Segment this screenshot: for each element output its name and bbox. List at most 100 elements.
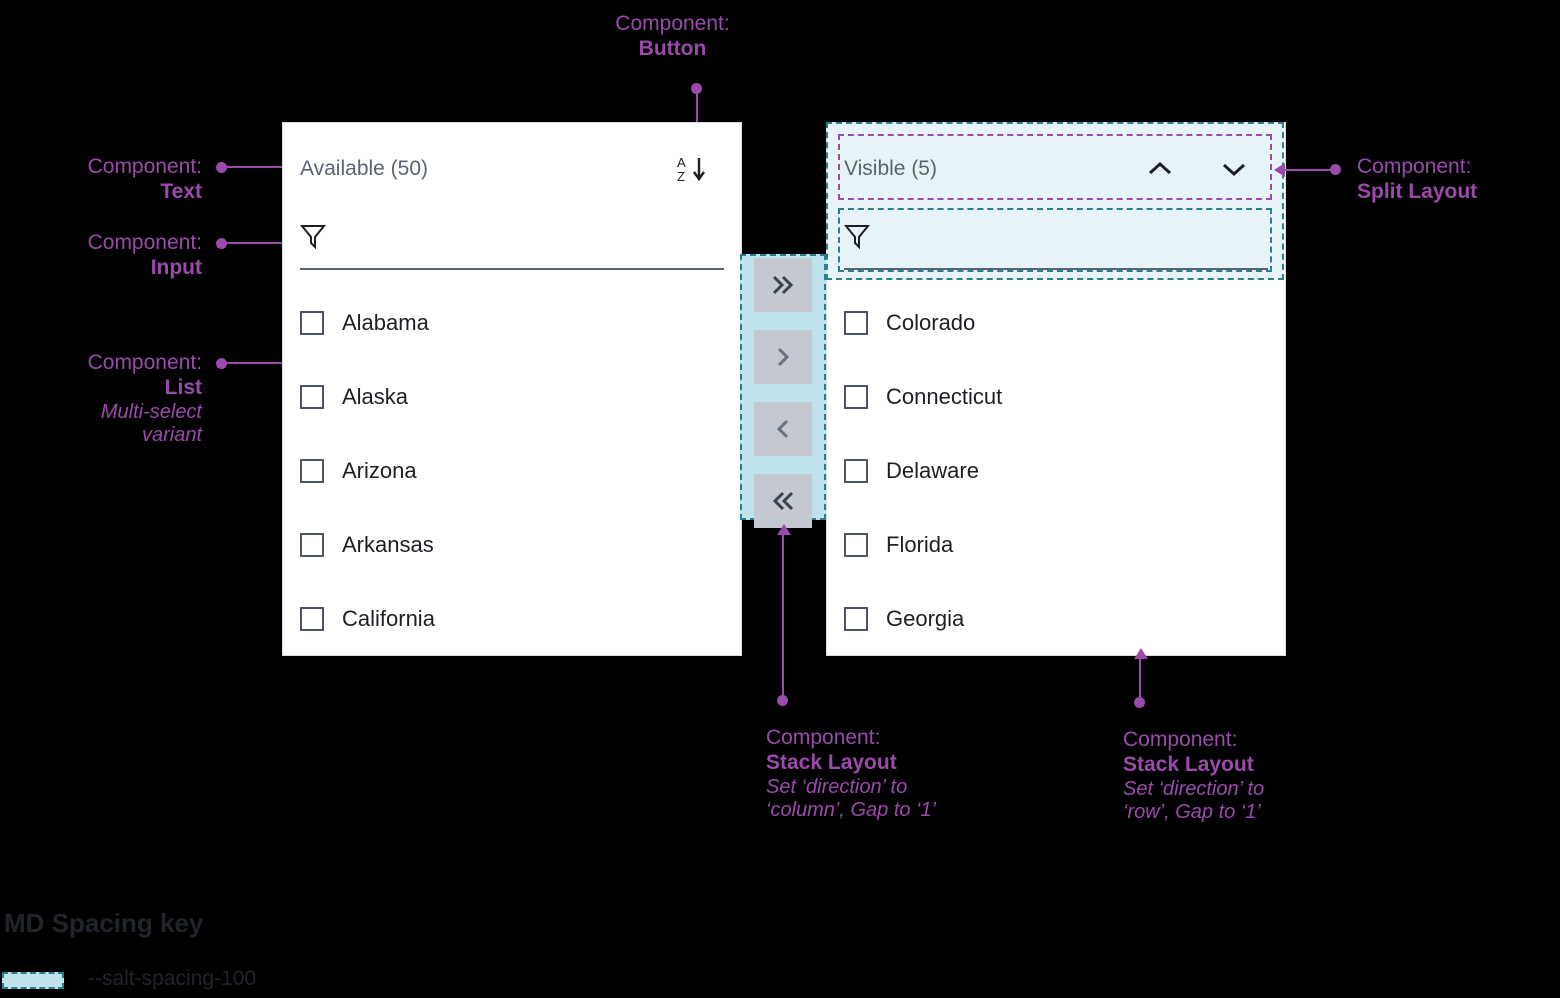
list-item[interactable]: California [300,602,720,636]
annotation-subtext-1: Multi-select [100,400,202,423]
leader-dot [216,238,227,249]
annotation-component-name: Text [160,179,202,203]
annotation-label: Component: [1357,155,1472,178]
list-item-label: Connecticut [886,384,1003,409]
annotation-input: Component: Input [40,231,202,281]
annotation-component-name: Stack Layout [766,750,897,774]
chevrons-right-icon [772,275,794,295]
leader-line [782,534,784,701]
leader-line [222,166,290,168]
spacing-box-split-layout-header [838,134,1272,200]
visible-panel-card [826,122,1286,656]
move-all-left-button[interactable] [754,474,812,528]
annotation-button: Component: Button [520,12,825,62]
checkbox-icon[interactable] [844,533,868,557]
move-down-button[interactable] [1212,150,1256,188]
annotation-split-layout: Component: Split Layout [1357,155,1560,205]
annotation-text: Component: Text [40,155,202,205]
annotation-subtext-2: ‘row’, Gap to ‘1’ [1123,801,1261,824]
leader-dot [777,695,788,706]
list-item-label: Arizona [342,458,417,483]
annotation-label: Component: [1123,728,1238,751]
checkbox-icon[interactable] [300,311,324,335]
list-item-label: Alaska [342,384,409,409]
available-panel-title: Available (50) [300,157,429,180]
spacing-box-split-layout-outer [826,122,1284,280]
spacing-key-title: MD Spacing key [4,908,204,938]
filter-funnel-icon [300,222,724,250]
checkbox-icon[interactable] [300,533,324,557]
move-left-button[interactable] [754,402,812,456]
list-item[interactable]: Connecticut [844,380,1264,414]
annotation-subtext-1: Set ‘direction’ to [766,775,908,798]
annotation-list: Component: List Multi-select variant [20,351,202,448]
leader-dot [216,358,227,369]
spacing-box-filter [838,208,1272,272]
checkbox-icon[interactable] [844,385,868,409]
move-all-right-button[interactable] [754,258,812,312]
svg-text:A: A [677,155,686,170]
annotation-label: Component: [615,12,730,35]
leader-line [696,90,698,136]
leader-line [222,362,294,364]
visible-panel-header-buttons [1138,150,1256,188]
checkbox-icon[interactable] [844,459,868,483]
leader-arrowhead [1274,163,1285,177]
annotation-component-name: Split Layout [1357,179,1478,203]
leader-dot [1134,697,1145,708]
list-item[interactable]: Arkansas [300,528,720,562]
list-item[interactable]: Alabama [300,306,720,340]
chevron-left-icon [776,419,789,439]
transfer-button-stack [740,254,826,528]
annotation-label: Component: [766,726,881,749]
checkbox-icon[interactable] [300,459,324,483]
annotation-component-name: Stack Layout [1123,752,1254,776]
available-filter-underline [300,268,724,270]
checkbox-icon[interactable] [844,607,868,631]
list-item-label: Colorado [886,310,976,335]
available-panel-card [282,122,742,656]
list-item-label: Arkansas [342,532,434,557]
visible-filter-underline [844,268,1268,270]
move-right-button[interactable] [754,330,812,384]
list-item-label: Florida [886,532,954,557]
svg-text:Z: Z [677,169,685,184]
leader-line [222,242,294,244]
annotation-subtext-1: Set ‘direction’ to [1123,777,1265,800]
annotation-label: Component: [87,231,202,254]
leader-line [1285,169,1333,171]
list-item[interactable]: Delaware [844,454,1264,488]
annotation-label: Component: [87,155,202,178]
sort-button[interactable]: A Z [672,150,712,188]
available-list: Alabama Alaska Arizona Arkansas Californ… [300,306,720,676]
visible-list: Colorado Connecticut Delaware Florida Ge… [844,306,1264,676]
leader-dot [1330,164,1341,175]
annotation-label: Component: [87,351,202,374]
list-item[interactable]: Georgia [844,602,1264,636]
list-item-label: Delaware [886,458,979,483]
annotation-subtext-2: variant [141,424,202,447]
list-item[interactable]: Florida [844,528,1264,562]
list-item[interactable]: Arizona [300,454,720,488]
chevron-down-icon [1222,163,1246,177]
leader-line [1139,658,1141,703]
annotation-stack-layout-row: Component: Stack Layout Set ‘direction’ … [1123,728,1423,825]
filter-funnel-icon [844,222,1268,250]
leader-arrowhead [777,524,791,535]
chevron-up-icon [1148,161,1172,175]
list-item-label: California [342,606,435,631]
visible-filter-input[interactable] [844,222,1268,268]
checkbox-icon[interactable] [844,311,868,335]
list-item[interactable]: Colorado [844,306,1264,340]
checkbox-icon[interactable] [300,607,324,631]
checkbox-icon[interactable] [300,385,324,409]
available-panel-header: Available (50) A Z [300,150,712,188]
annotation-component-name: Button [638,36,707,60]
available-filter-input[interactable] [300,222,724,268]
list-item[interactable]: Alaska [300,380,720,414]
spacing-key-swatch [2,972,64,989]
list-item-label: Georgia [886,606,965,631]
annotation-stack-layout-column: Component: Stack Layout Set ‘direction’ … [766,726,1066,823]
leader-dot [691,83,702,94]
move-up-button[interactable] [1138,150,1182,188]
